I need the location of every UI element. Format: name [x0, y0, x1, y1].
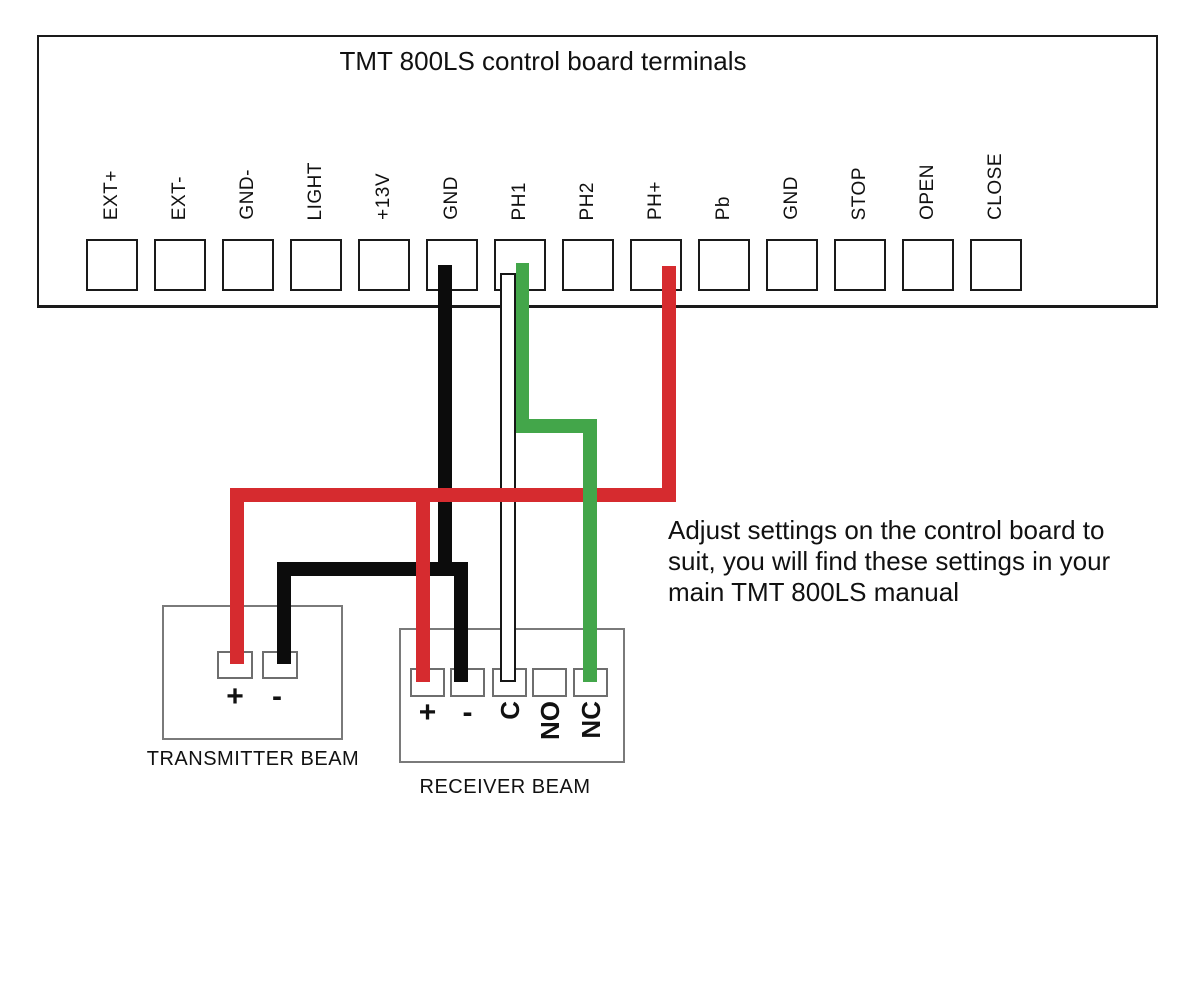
wire-red-phplus-to-beam-positives-segment-3 — [230, 488, 244, 664]
wire-black-gnd-to-beam-negatives-segment-1 — [438, 265, 452, 576]
board-terminal-label-+13v: +13V — [373, 173, 394, 220]
transmitter-terminal-label-minus: - — [272, 680, 282, 713]
board-terminal-label-light: LIGHT — [305, 161, 326, 220]
transmitter-terminal-label-plus: + — [226, 680, 244, 713]
board-terminal-square-light — [290, 239, 342, 291]
board-terminal-square-ph2 — [562, 239, 614, 291]
wire-white-ph1-to-receiver-c-segment-1 — [500, 273, 516, 682]
board-terminal-square-gnd — [766, 239, 818, 291]
board-terminal-label-ext-: EXT- — [169, 175, 190, 220]
board-terminal-square-+13v — [358, 239, 410, 291]
wire-black-gnd-to-beam-negatives-segment-3 — [277, 562, 291, 664]
wire-black-gnd-to-beam-negatives-segment-2 — [277, 562, 468, 576]
wire-green-ph1-to-receiver-nc-segment-3 — [583, 419, 597, 682]
board-terminal-label-ph+: PH+ — [645, 181, 666, 220]
board-terminal-square-pb — [698, 239, 750, 291]
wire-green-ph1-to-receiver-nc-segment-2 — [516, 419, 597, 433]
receiver-terminal-square-no — [532, 668, 567, 697]
note-line-2: suit, you will find these settings in yo… — [668, 546, 1111, 576]
board-terminal-label-pb: Pb — [713, 195, 734, 220]
board-terminal-label-gnd-: GND- — [237, 169, 258, 220]
note-text: Adjust settings on the control board to … — [668, 515, 1148, 608]
note-line-1: Adjust settings on the control board to — [668, 515, 1105, 545]
receiver-terminal-label-minus: - — [462, 696, 473, 729]
transmitter-beam-label: TRANSMITTER BEAM — [146, 748, 360, 770]
receiver-terminal-label-c: C — [494, 701, 525, 720]
board-terminal-label-ph2: PH2 — [577, 181, 598, 220]
wire-red-phplus-to-beam-positives-segment-2 — [230, 488, 676, 502]
board-terminal-label-gnd: GND — [441, 176, 462, 220]
board-title: TMT 800LS control board terminals — [339, 46, 747, 76]
receiver-terminal-label-plus: + — [418, 696, 437, 729]
board-terminal-square-ext- — [154, 239, 206, 291]
board-terminal-label-close: CLOSE — [985, 153, 1006, 220]
board-terminal-square-ext+ — [86, 239, 138, 291]
board-terminal-label-gnd: GND — [781, 176, 802, 220]
board-terminal-square-stop — [834, 239, 886, 291]
receiver-terminal-label-nc: NC — [575, 701, 606, 739]
note-line-3: main TMT 800LS manual — [668, 577, 959, 607]
receiver-terminal-label-no: NO — [534, 701, 565, 740]
board-terminal-label-ph1: PH1 — [509, 181, 530, 220]
wire-green-ph1-to-receiver-nc-segment-1 — [516, 263, 529, 433]
receiver-beam-label: RECEIVER BEAM — [419, 776, 591, 798]
board-terminal-square-open — [902, 239, 954, 291]
board-terminal-square-gnd — [426, 239, 478, 291]
board-terminal-square-gnd- — [222, 239, 274, 291]
wire-black-gnd-to-beam-negatives-segment-4 — [454, 562, 468, 682]
board-terminal-square-close — [970, 239, 1022, 291]
board-terminal-label-stop: STOP — [849, 166, 870, 220]
wire-red-phplus-to-beam-positives-segment-4 — [416, 488, 430, 682]
board-terminal-label-open: OPEN — [917, 164, 938, 220]
wire-red-phplus-to-beam-positives-segment-1 — [662, 266, 676, 502]
board-terminal-label-ext+: EXT+ — [101, 169, 122, 220]
